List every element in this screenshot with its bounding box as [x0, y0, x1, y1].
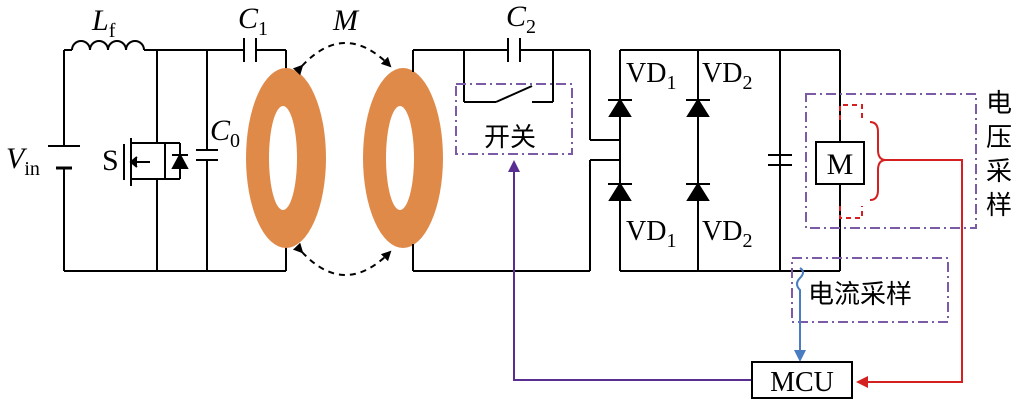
label-lf: Lf	[91, 4, 116, 42]
current-sampling-box	[791, 257, 949, 323]
label-current-sampling: 电流采样	[808, 280, 912, 310]
svg-text:采: 采	[986, 157, 1012, 187]
label-c0: C0	[210, 114, 240, 152]
label-c2: C2	[506, 0, 536, 38]
dashdot-boxes	[455, 83, 977, 323]
svg-text:样: 样	[986, 191, 1012, 221]
switch-box	[455, 83, 573, 155]
mutual-inductance-arrows	[292, 42, 392, 276]
voltage-sense-wires	[839, 104, 963, 388]
label-voltage-sampling: 电 压 采 样	[986, 89, 1012, 221]
label-vd2-top: VD2	[702, 58, 752, 94]
diode-vd2-top	[686, 98, 710, 117]
label-vin: Vin	[6, 142, 40, 180]
label-vd2-bot: VD2	[702, 216, 752, 252]
secondary-circuit	[412, 38, 841, 272]
diode-vd1-bot	[608, 182, 632, 201]
transmitter-coil	[246, 68, 326, 248]
current-sense-wires	[794, 267, 806, 362]
label-mutual-m: M	[332, 4, 360, 37]
label-vd1-top: VD1	[626, 58, 676, 94]
receiver-coil	[363, 68, 443, 248]
motor-label: M	[827, 148, 854, 181]
label-switch-box: 开关	[484, 123, 536, 153]
motor-box	[815, 141, 865, 185]
diode-vd2-bot	[686, 182, 710, 201]
mcu-control-line	[508, 160, 752, 381]
inductor-lf	[71, 40, 145, 51]
voltage-sampling-box	[805, 93, 977, 229]
primary-circuit	[63, 38, 287, 272]
svg-text:电: 电	[986, 89, 1012, 119]
battery-vin	[48, 140, 80, 176]
mcu-box	[751, 361, 853, 399]
diode-vd1-top	[608, 98, 632, 117]
label-vd1-bot: VD1	[626, 216, 676, 252]
label-c1: C1	[238, 2, 268, 40]
svg-text:压: 压	[986, 123, 1012, 153]
mcu-label: MCU	[770, 367, 834, 398]
label-switch-s: S	[102, 144, 119, 177]
bridge-diodes	[608, 98, 710, 201]
mosfet-s	[123, 135, 189, 186]
